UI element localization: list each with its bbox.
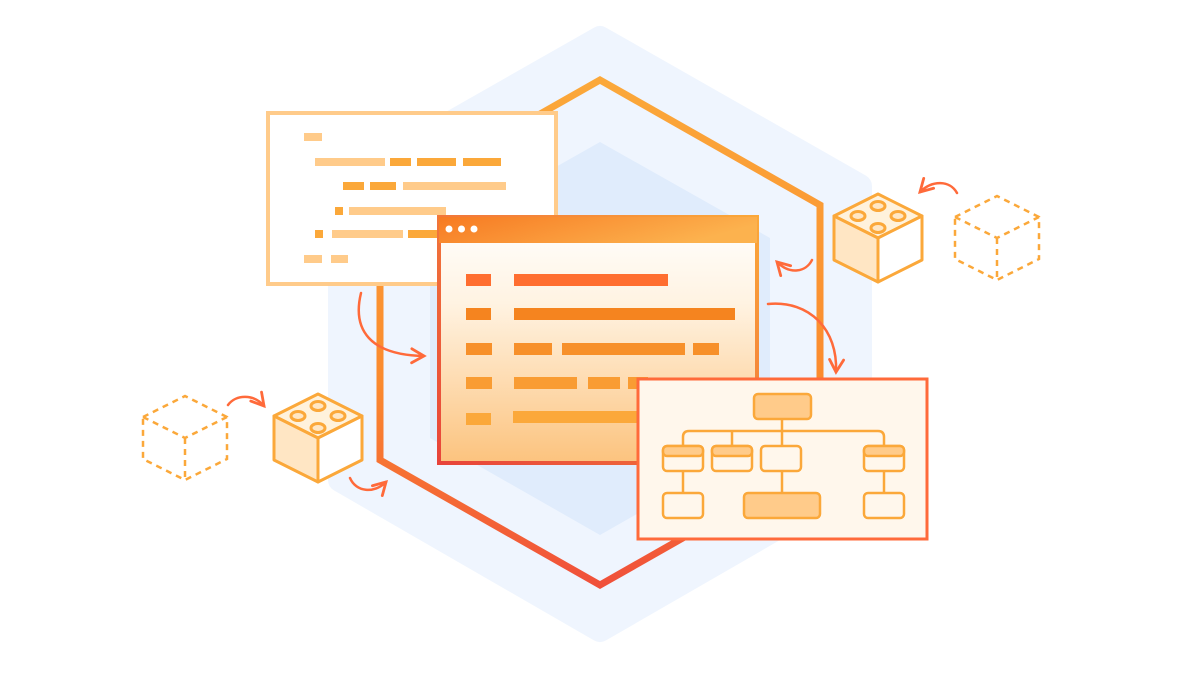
curved-arrow-icon [357,291,427,365]
building-block-icon [832,192,924,284]
window-dot-icon [445,225,453,233]
window-dot-icon [458,225,465,233]
dashed-cube-icon [141,394,229,482]
curved-arrow-icon [766,302,845,375]
curved-arrow-icon [226,390,266,409]
building-block-icon [272,392,364,484]
org-chart-icon [636,377,929,541]
curved-arrow-icon [918,176,959,195]
curved-arrow-icon [775,258,814,278]
dashed-cube-icon [953,194,1041,282]
curved-arrow-icon [348,476,388,498]
code-window-icon [266,111,558,286]
window-dot-icon [470,225,478,233]
